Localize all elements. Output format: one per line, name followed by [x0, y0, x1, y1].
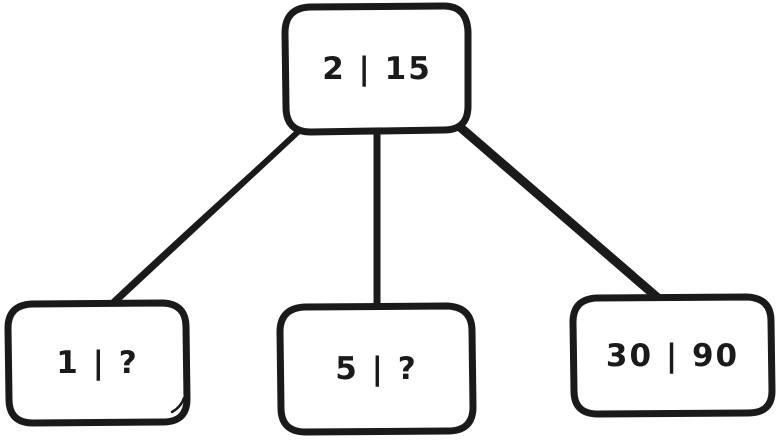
node-root-outline [281, 2, 472, 136]
edge-group [107, 116, 663, 308]
node-child-right[interactable] [569, 293, 776, 418]
edge-root-to-right-child [448, 116, 663, 303]
node-child-left-outline [4, 299, 191, 427]
edge-root-to-left-child [107, 126, 304, 307]
node-root[interactable] [281, 2, 472, 136]
node-child-left-sketch-accent [170, 396, 186, 414]
node-child-middle[interactable] [276, 302, 477, 436]
node-child-left[interactable] [4, 299, 191, 427]
edge-root-left-stroke-b [107, 130, 300, 307]
node-group [4, 2, 776, 436]
node-child-middle-outline [276, 302, 477, 436]
node-child-right-outline [569, 293, 776, 418]
